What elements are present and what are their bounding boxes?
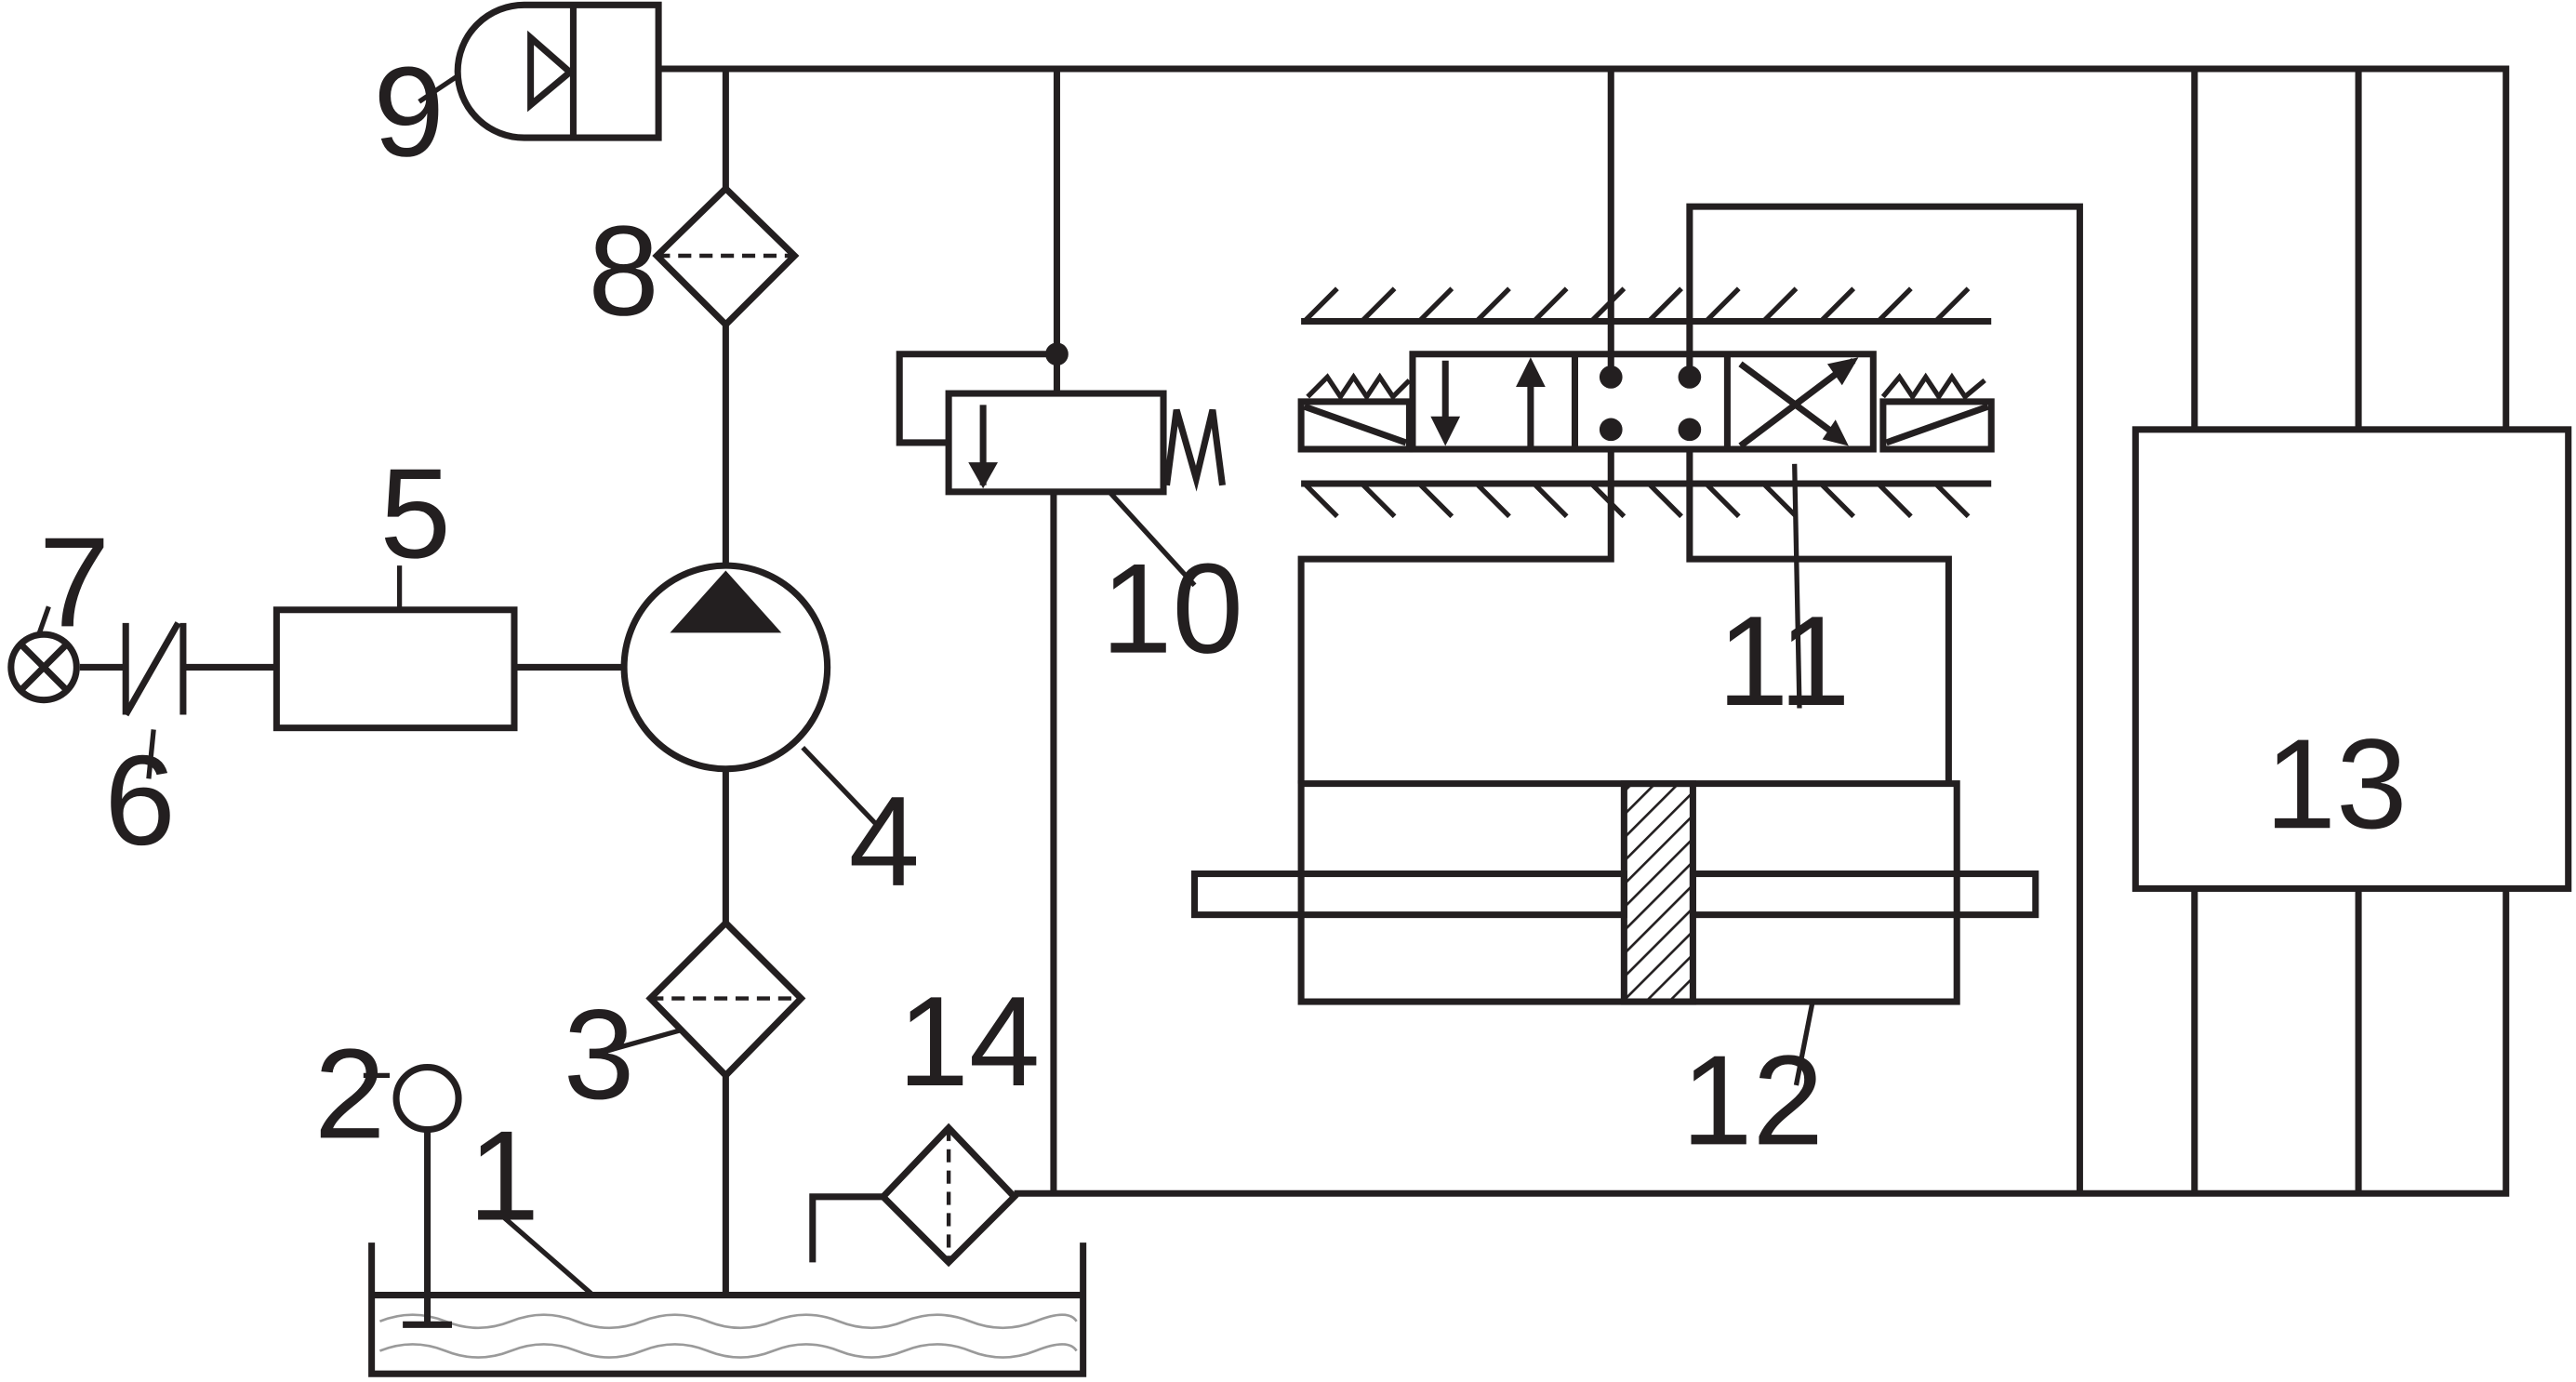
- suction-filter: [645, 918, 806, 1081]
- right-spring: [1880, 372, 1986, 402]
- label-4: 4: [849, 771, 920, 913]
- down-arrow-icon: [1430, 416, 1461, 446]
- hydraulic-pump: [620, 562, 831, 773]
- upper-rail-hatch: [1302, 286, 1971, 324]
- label-13: 13: [2265, 713, 2408, 856]
- port-a-dot: [1599, 418, 1623, 442]
- label-6: 6: [104, 730, 175, 872]
- indicator-lamp-icon: [7, 631, 80, 704]
- actuator-block: [2131, 426, 2572, 892]
- hydraulic-cylinder: [1190, 780, 2039, 1005]
- label-9: 9: [373, 41, 444, 183]
- leader-11: [1792, 463, 1802, 709]
- electric-motor: [272, 565, 625, 732]
- port-b-dot: [1678, 418, 1702, 442]
- leader-9: [418, 73, 460, 104]
- up-arrow-icon: [1516, 357, 1546, 388]
- relief-valve: [896, 342, 1226, 496]
- port-t-dot: [1678, 365, 1702, 389]
- pressure-filter: [652, 183, 800, 330]
- junction-dot: [1045, 342, 1069, 366]
- lower-rail-hatch: [1302, 482, 1971, 519]
- leader-7: [36, 605, 51, 636]
- oil-tank: [368, 1242, 1087, 1377]
- flow-arrow-icon: [968, 462, 998, 489]
- pump-triangle-icon: [670, 570, 782, 633]
- label-10: 10: [1101, 538, 1243, 681]
- right-solenoid: [1879, 398, 1995, 453]
- check-valve-triangle-icon: [527, 30, 576, 113]
- label-7: 7: [39, 512, 110, 654]
- cross-arrow-down-icon: [1822, 419, 1849, 446]
- port-p-dot: [1599, 365, 1623, 389]
- level-gauge: [392, 1064, 462, 1328]
- label-11: 11: [1718, 591, 1851, 733]
- label-14: 14: [897, 971, 1040, 1113]
- accumulator: [454, 1, 662, 141]
- directional-valve: [1297, 286, 1995, 519]
- leader-1: [500, 1214, 595, 1297]
- leader-12: [1793, 1001, 1815, 1086]
- left-spring: [1306, 372, 1412, 402]
- label-8: 8: [588, 200, 658, 342]
- leader-6: [146, 729, 156, 779]
- leader-10: [1107, 490, 1197, 588]
- switch: [79, 621, 277, 717]
- label-2: 2: [314, 1023, 385, 1165]
- label-1: 1: [469, 1105, 539, 1247]
- cross-arrow-up-icon: [1826, 357, 1859, 386]
- leader-3: [612, 1027, 684, 1052]
- pipe-network: [658, 65, 2510, 1296]
- leader-4: [801, 745, 879, 827]
- label-3: 3: [564, 984, 634, 1126]
- label-5: 5: [379, 443, 450, 585]
- piston: [1620, 780, 1696, 1005]
- return-filter: [809, 1123, 1019, 1268]
- label-12: 12: [1681, 1030, 1824, 1172]
